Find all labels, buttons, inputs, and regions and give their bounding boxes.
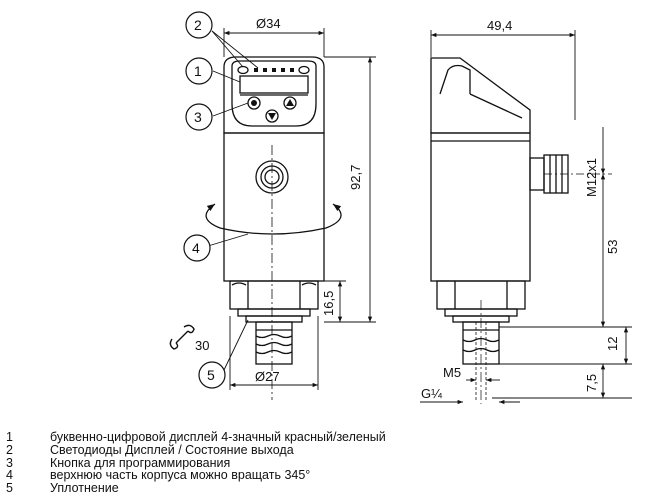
- front-view: [223, 56, 325, 400]
- callout-leaders: [207, 30, 259, 371]
- hex-nut: [229, 280, 319, 310]
- led-left: [237, 65, 249, 75]
- dim-pipe-thread: G¼: [421, 386, 442, 401]
- legend-text: Уплотнение: [50, 481, 119, 496]
- legend-row: 3 Кнопка для программирования: [6, 455, 626, 470]
- m12-connector: [529, 157, 545, 191]
- legend-text: буквенно-цифровой дисплей 4-значный крас…: [50, 430, 386, 444]
- legend-text: Светодиоды Дисплей / Состояние выхода: [50, 442, 294, 457]
- side-view: [430, 57, 612, 404]
- callout-1: 1: [194, 63, 202, 79]
- connector-socket: [255, 160, 289, 194]
- dim-wrench-size: 30: [195, 338, 209, 353]
- legend: 1 буквенно-цифровой дисплей 4-значный кр…: [6, 431, 626, 495]
- dim-connector-height: 53: [605, 240, 620, 254]
- legend-number: 3: [6, 455, 13, 470]
- technical-drawing: Ø34 92,7 16,5 Ø27 30 2 1 3 4 5: [169, 11, 632, 405]
- rotation-arrow: [205, 203, 342, 235]
- legend-row: 1 буквенно-цифровой дисплей 4-значный кр…: [6, 431, 626, 444]
- dim-thread-end: 7,5: [584, 374, 599, 392]
- legend-number: 5: [6, 481, 13, 496]
- legend-row: 5 Уплотнение: [6, 482, 626, 495]
- dim-body-diameter: Ø34: [256, 16, 281, 31]
- dim-connector-thread: M12x1: [584, 158, 599, 197]
- dim-height: 92,7: [348, 165, 363, 190]
- collar: [237, 308, 311, 317]
- side-body: [430, 132, 531, 282]
- up-button: [283, 96, 297, 110]
- dim-thread-height: 12: [605, 337, 620, 351]
- down-button: [265, 109, 279, 123]
- wrench-icon: [169, 324, 195, 350]
- led-right: [298, 65, 310, 75]
- display-window: [239, 75, 309, 94]
- callout-3: 3: [194, 109, 202, 125]
- callout-circles: [183, 11, 226, 389]
- legend-number: 1: [6, 430, 13, 444]
- legend-number: 2: [6, 442, 13, 457]
- legend-number: 4: [6, 468, 13, 483]
- side-head: [430, 57, 531, 134]
- seal: [245, 315, 303, 323]
- dim-depth: 49,4: [487, 18, 512, 33]
- display-face: [231, 60, 317, 127]
- legend-row: 4 верхнюю часть корпуса можно вращать 34…: [6, 469, 626, 482]
- dim-thread-diameter: Ø27: [255, 369, 280, 384]
- status-leds: [254, 68, 294, 72]
- side-dimensions: [420, 30, 632, 405]
- legend-row: 2 Светодиоды Дисплей / Состояние выхода: [6, 442, 626, 457]
- legend-text: Кнопка для программирования: [50, 455, 231, 470]
- callout-4: 4: [192, 240, 200, 256]
- front-head-outline: [223, 56, 325, 134]
- dim-bore: M5: [443, 365, 461, 380]
- callout-2: 2: [194, 17, 202, 33]
- front-body: [223, 132, 325, 282]
- thread-stub: [255, 321, 293, 365]
- dim-lower-height: 16,5: [321, 291, 336, 316]
- front-dimensions: [223, 28, 376, 390]
- legend-text: верхнюю часть корпуса можно вращать 345°: [50, 468, 311, 483]
- callout-5: 5: [207, 367, 215, 383]
